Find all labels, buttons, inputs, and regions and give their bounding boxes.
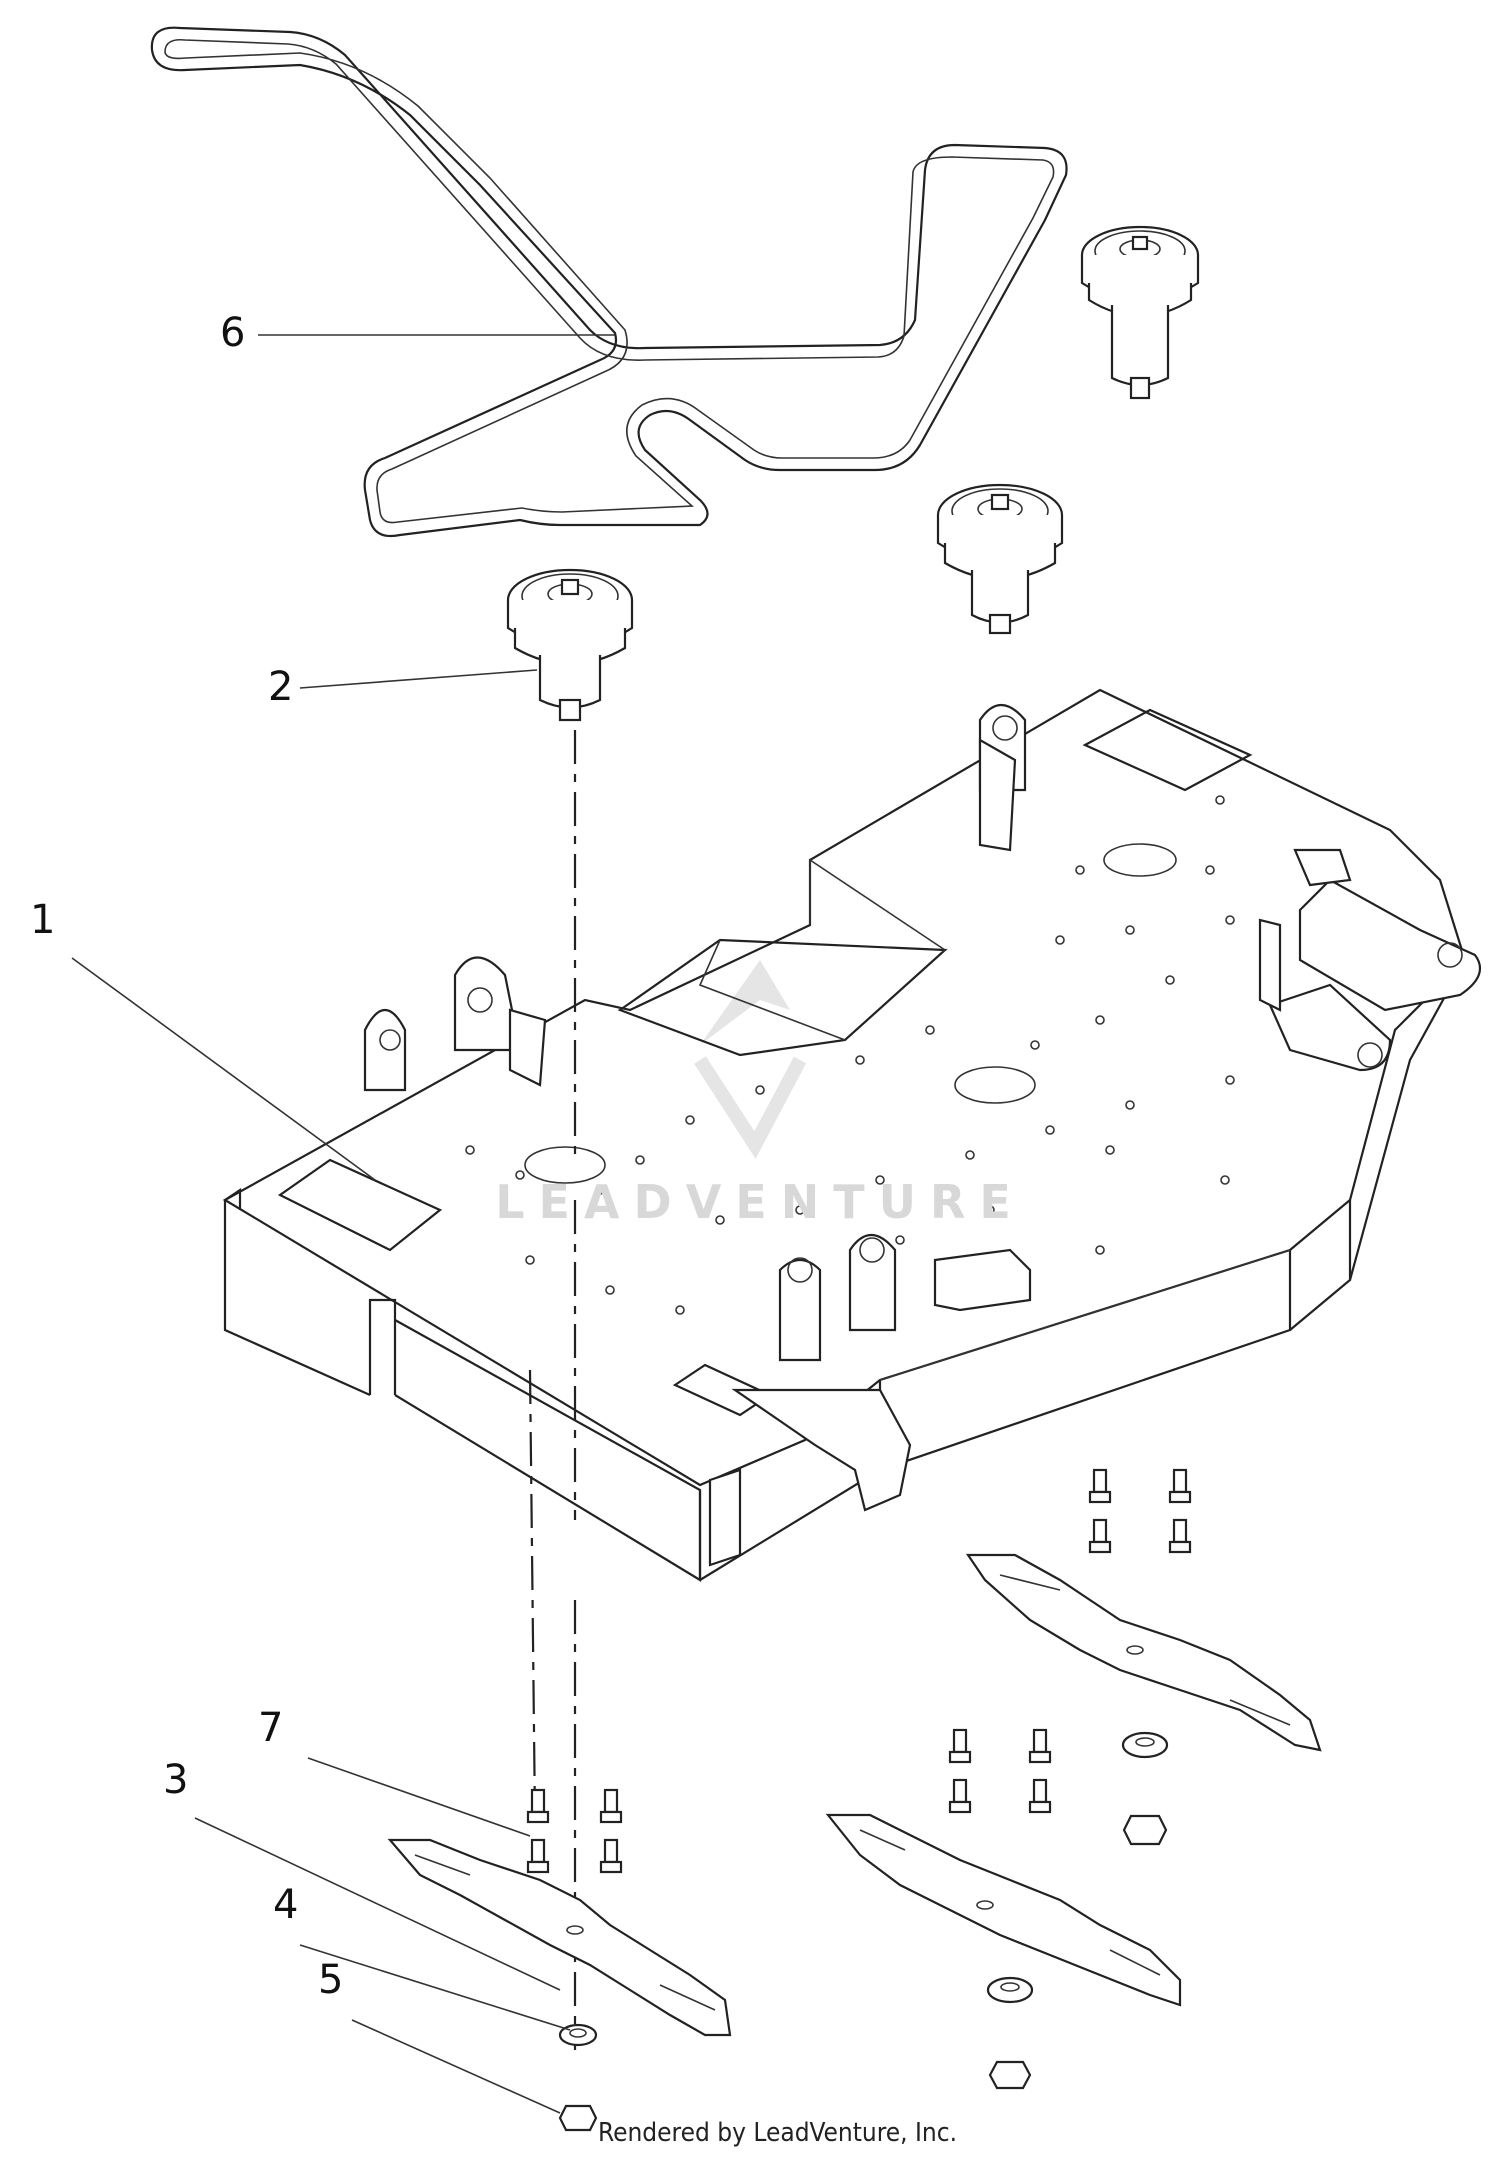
render-credit: Rendered by LeadVenture, Inc. (598, 2118, 958, 2148)
callout-1: 1 (30, 897, 56, 943)
callout-5: 5 (318, 1957, 344, 2003)
blade-bolt-set (526, 1468, 1192, 1874)
washer-nut-set (558, 1731, 1169, 2132)
drive-belt (150, 26, 1068, 538)
axis-line-2 (528, 1369, 537, 1821)
mower-deck-housing (222, 688, 1482, 1582)
spindle-assembly-middle (936, 483, 1064, 635)
callout-2: 2 (268, 664, 294, 710)
mower-blade-upper-right (965, 1553, 1322, 1752)
callout-4: 4 (273, 1882, 299, 1928)
callout-3: 3 (163, 1757, 189, 1803)
spindle-assembly-right (1080, 225, 1200, 400)
mower-blade-left (387, 1838, 732, 2037)
mower-blade-middle (825, 1813, 1182, 2007)
spindle-assembly-left (506, 568, 634, 722)
callout-6: 6 (220, 310, 246, 356)
watermark-text: LEADVENTURE (495, 1175, 1025, 1229)
callout-7: 7 (258, 1705, 284, 1751)
callout-leader-lines (71, 334, 615, 2114)
